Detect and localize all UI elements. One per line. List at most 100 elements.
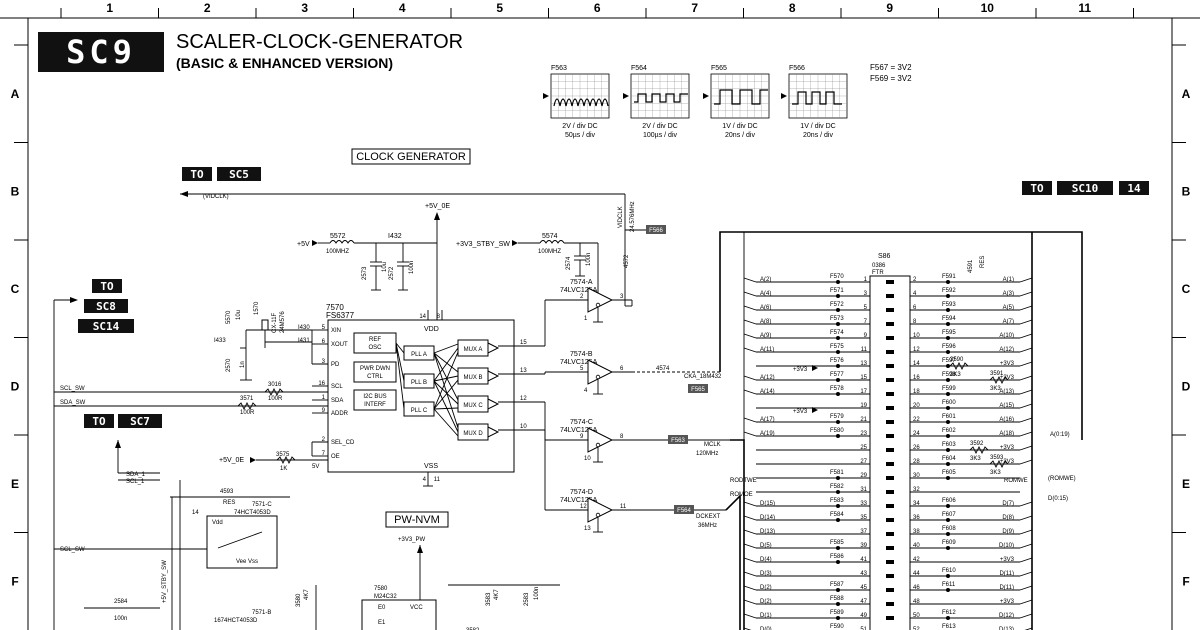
- grid-row-label-right: A: [1182, 87, 1191, 101]
- ic-mux: MUX A: [433, 339, 500, 410]
- connector-pin-left: 23: [860, 431, 867, 437]
- scope-time: 100µs / div: [643, 132, 677, 139]
- grid-col-label: 6: [594, 1, 601, 15]
- ic-pin-bottom-num: 11: [434, 477, 441, 483]
- buffer-ref: 7574-D: [570, 489, 593, 496]
- svg-text:SDA: SDA: [331, 398, 343, 404]
- buffer-pin-oe: 13: [584, 526, 591, 532]
- connector-pin-right: 4: [913, 291, 917, 297]
- svg-text:1K: 1K: [280, 466, 287, 472]
- svg-text:MUX C: MUX C: [463, 403, 483, 409]
- grid-col-label: 4: [399, 1, 406, 15]
- connector-pin-right: 50: [913, 613, 920, 619]
- svg-text:5V: 5V: [312, 464, 319, 470]
- svg-text:4K7: 4K7: [304, 589, 310, 600]
- connector-pin-left: 47: [860, 599, 867, 605]
- svg-text:I430: I430: [298, 325, 310, 331]
- clock-generator-label: CLOCK GENERATOR: [356, 151, 466, 163]
- testpoint-right: F604: [942, 456, 956, 462]
- svg-text:I432: I432: [388, 233, 402, 240]
- bus-label-left: D(3): [760, 571, 772, 577]
- svg-text:FS6377: FS6377: [326, 311, 355, 320]
- testpoint-right: F596: [942, 344, 956, 350]
- svg-text:14: 14: [1127, 182, 1141, 195]
- testpoint-right: F609: [942, 540, 956, 546]
- ic-output-pin: 12: [520, 396, 527, 402]
- resistor-value: 3K3: [990, 470, 1001, 476]
- svg-text:RES: RES: [223, 500, 235, 506]
- testpoint-left: F572: [830, 302, 844, 308]
- buffer-ref: 7574-A: [570, 279, 593, 286]
- svg-text:4K7: 4K7: [494, 589, 500, 600]
- svg-text:SC10: SC10: [1072, 182, 1099, 195]
- svg-text:OE: OE: [331, 454, 340, 460]
- svg-text:TO: TO: [1030, 182, 1044, 195]
- buffer-type: 74LVC125A: [560, 497, 598, 504]
- pw-nvm: PW-NVM +3V3_PW 3580 4K7 7580 M24C32 E0 E…: [296, 511, 560, 630]
- offpage-sc5[interactable]: TO SC5: [182, 167, 261, 181]
- buffer-pin-oe: 10: [584, 456, 591, 462]
- offpage-sc8-sc14[interactable]: TO SC8 SC14: [78, 279, 134, 333]
- svg-text:DCKEXT: DCKEXT: [696, 514, 721, 520]
- resistor: [969, 445, 989, 455]
- svg-text:3580: 3580: [296, 593, 302, 607]
- svg-text:SC5: SC5: [229, 168, 249, 181]
- connector-pin-left: 27: [860, 459, 867, 465]
- grid-row-label-right: D: [1182, 379, 1191, 393]
- resistor-value: 3K3: [950, 372, 961, 378]
- offpage-sc10[interactable]: TO SC10 14: [1022, 181, 1149, 195]
- connector-pin-right: 36: [913, 515, 920, 521]
- bus-label-right: D(8): [1002, 515, 1014, 521]
- testpoint-right: F595: [942, 330, 956, 336]
- resistor: [949, 361, 969, 371]
- bus-label-right: D(9): [1002, 529, 1014, 535]
- buffer-ref: 7574-C: [570, 419, 593, 426]
- svg-text:9: 9: [322, 408, 326, 414]
- connector-pin-left: 13: [860, 361, 867, 367]
- svg-text:SC14: SC14: [93, 320, 120, 333]
- svg-text:1n: 1n: [240, 361, 246, 368]
- grid-row-label-left: E: [11, 477, 19, 491]
- connector-pin-left: 31: [860, 487, 867, 493]
- svg-text:3016: 3016: [268, 382, 282, 388]
- connector-pin-right: 8: [913, 319, 917, 325]
- sheet-subtitle: (BASIC & ENHANCED VERSION): [176, 55, 393, 71]
- connector-pin-left: 39: [860, 543, 867, 549]
- svg-text:14: 14: [192, 510, 199, 516]
- bus-label-left: D(2): [760, 585, 772, 591]
- p3v3-left-arrow: [812, 365, 818, 371]
- svg-text:Vee Vss: Vee Vss: [236, 559, 258, 565]
- scope-marker: [623, 93, 629, 99]
- svg-text:24.576MHz: 24.576MHz: [630, 201, 636, 232]
- sheet-badge: [38, 32, 164, 72]
- connector-pin-left: 43: [860, 571, 867, 577]
- scope-id: F565: [711, 65, 727, 72]
- bus-label-left: A(8): [760, 319, 771, 325]
- scope-scale: 2V / div DC: [642, 123, 677, 130]
- bus-label-right: +3V3: [1000, 375, 1015, 381]
- ic-output-pin: 15: [520, 340, 527, 346]
- svg-text:2573: 2573: [362, 266, 368, 280]
- svg-text:E0: E0: [378, 605, 386, 611]
- buffer-pin-oe: 1: [584, 316, 588, 322]
- connector-pin-right: 24: [913, 431, 920, 437]
- testpoint-left: F573: [830, 316, 844, 322]
- offpage-sc7[interactable]: TO SC7: [84, 414, 162, 428]
- buffer-type: 74LVC125A: [560, 359, 598, 366]
- svg-text:4574: 4574: [656, 366, 670, 372]
- testpoint-left: F576: [830, 358, 844, 364]
- svg-text:3582: 3582: [466, 628, 480, 630]
- svg-text:I433: I433: [214, 338, 226, 344]
- scope-id: F566: [789, 65, 805, 72]
